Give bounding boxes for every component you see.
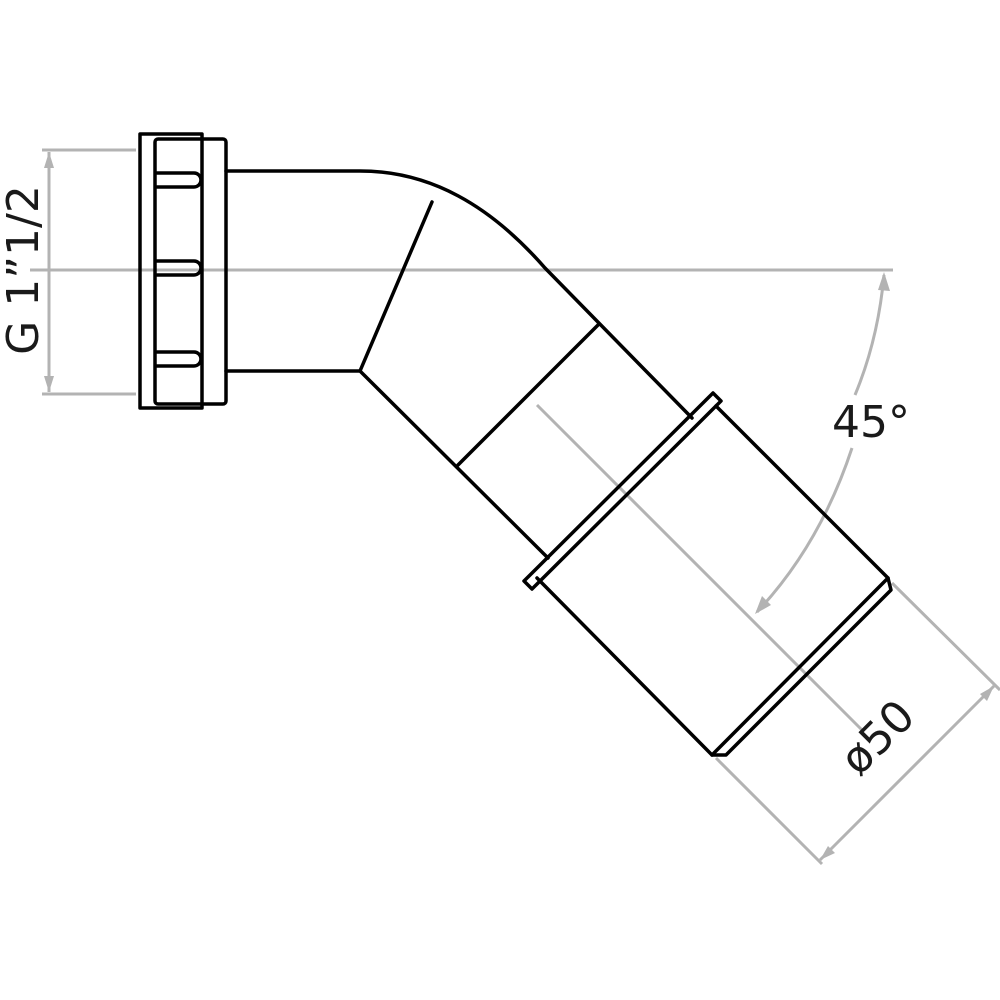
- thread-size-label: G 1”1/2: [0, 185, 49, 355]
- angle-arc-lower: [755, 447, 854, 614]
- nut-slot: [155, 259, 203, 277]
- angle-arc: [853, 274, 886, 396]
- diameter-dimension-line: [818, 684, 996, 862]
- diameter-extension-2: [714, 756, 824, 866]
- diameter-extension-1: [890, 581, 1000, 692]
- union-nut: [138, 132, 228, 410]
- diagonal-centerline: [535, 403, 864, 732]
- elbow-body: [224, 169, 694, 560]
- nut-slot: [155, 171, 203, 189]
- angle-label: 45°: [832, 397, 910, 448]
- sleeve: [522, 391, 893, 757]
- dimension-lines: [30, 148, 1000, 866]
- nut-slot: [155, 350, 203, 368]
